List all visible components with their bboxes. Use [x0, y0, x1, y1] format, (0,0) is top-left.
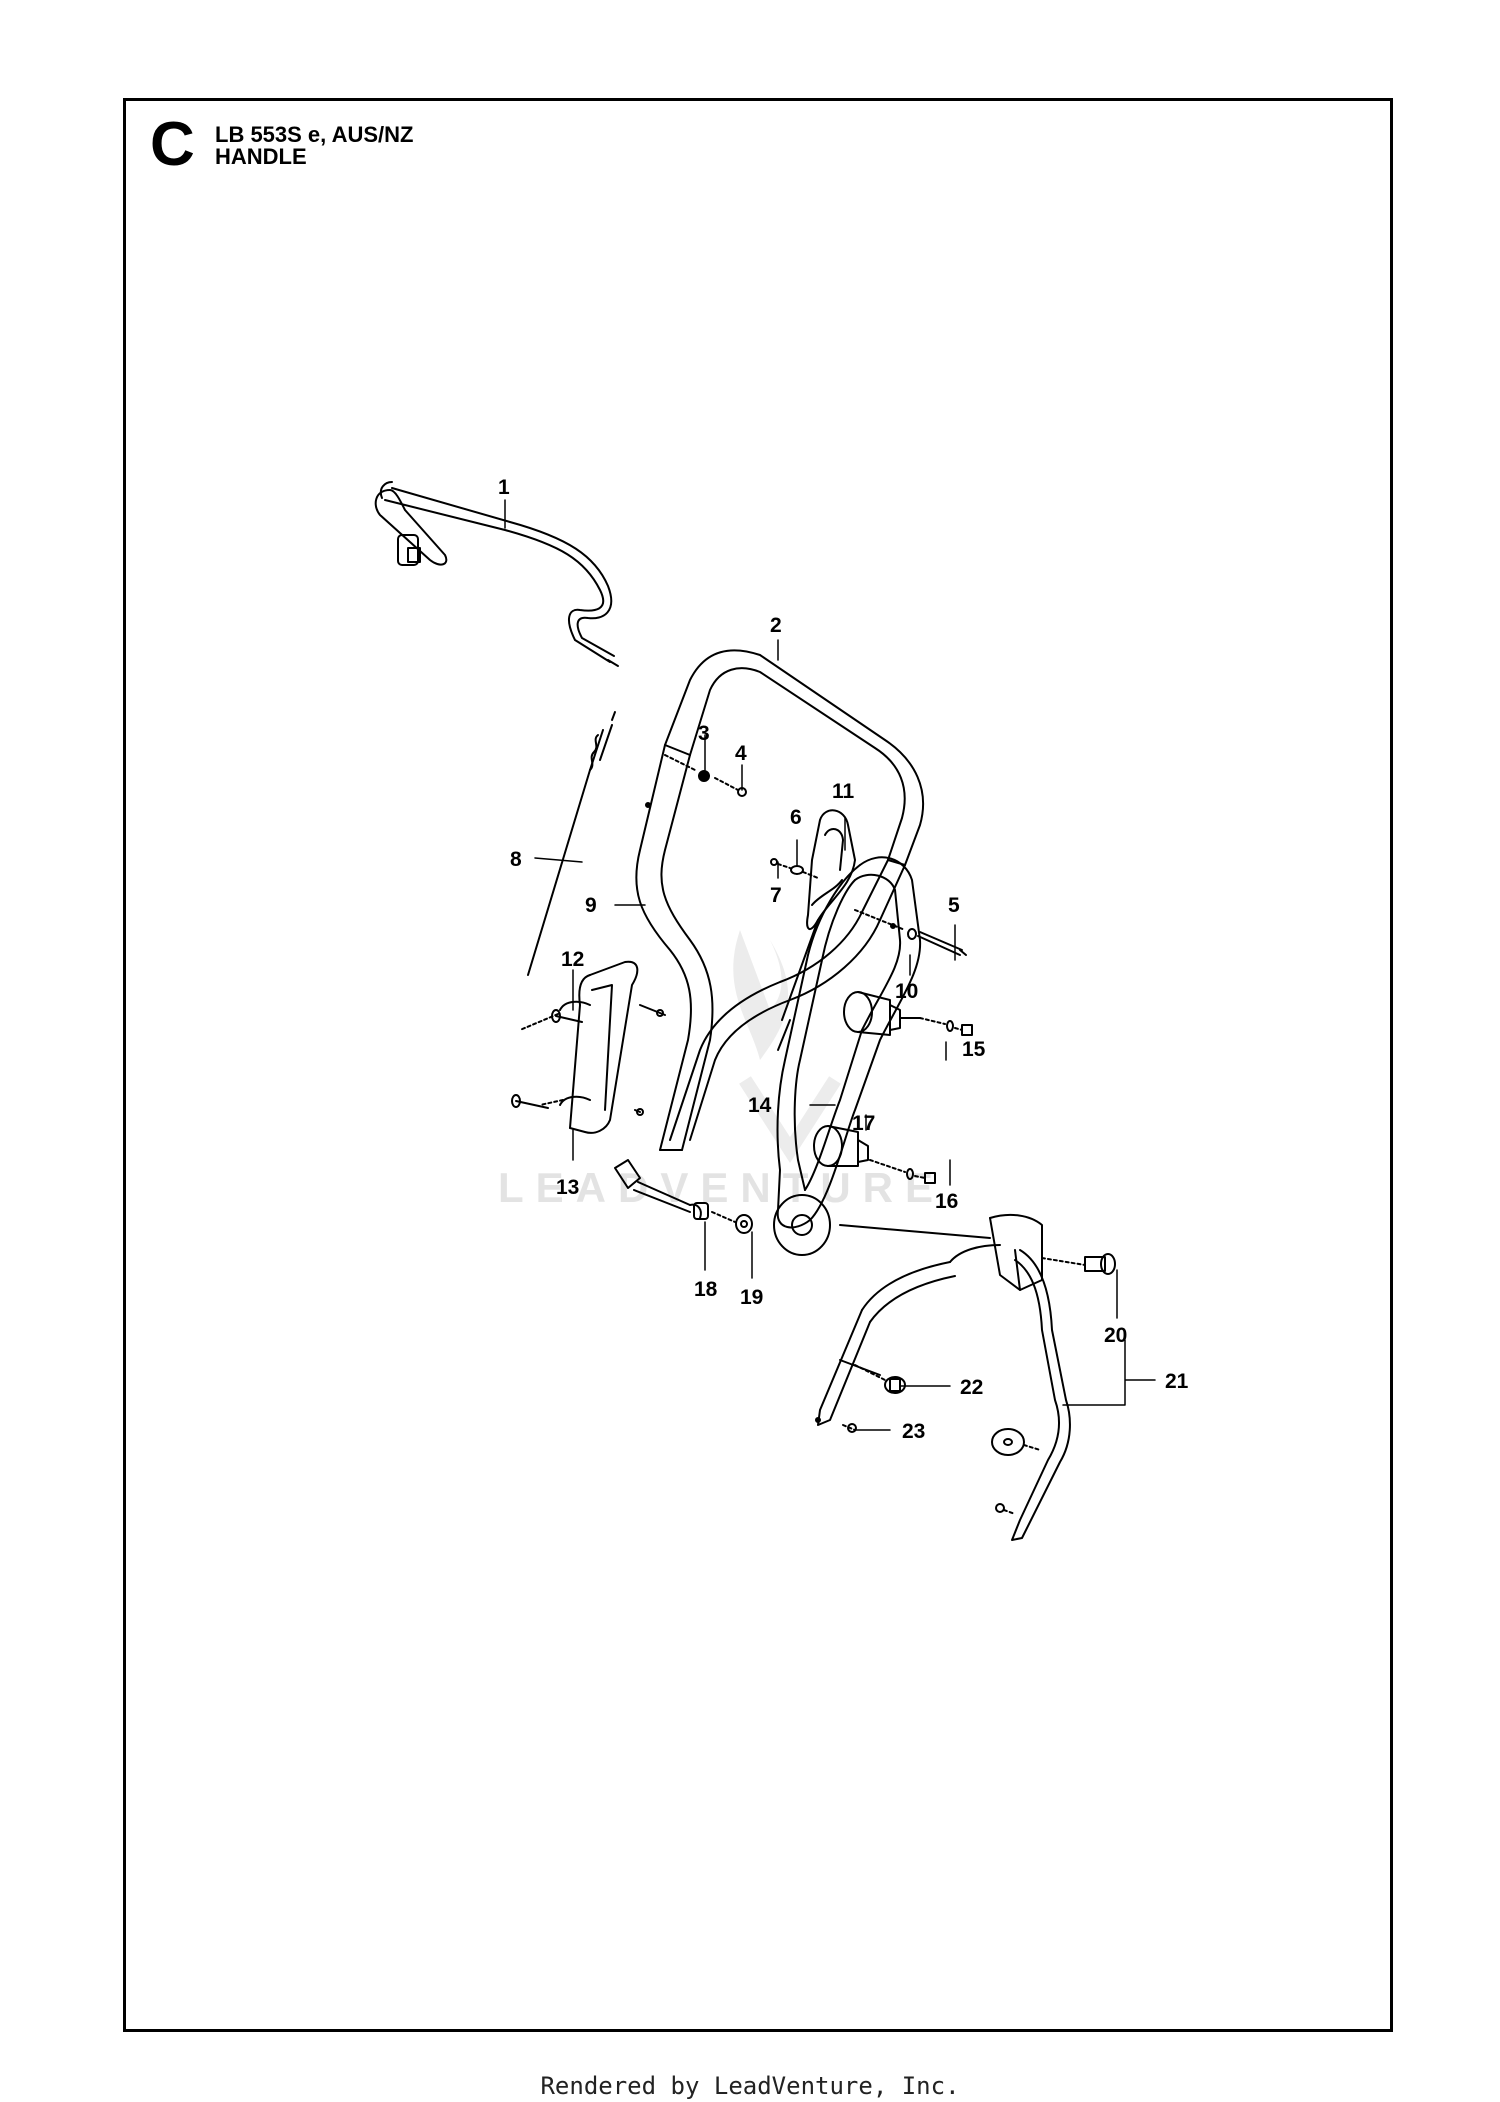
- callout-4: 4: [735, 742, 747, 765]
- callout-21: 21: [1165, 1370, 1189, 1393]
- part-20-bolt: [1041, 1253, 1116, 1275]
- part-2-upper-handle: [664, 649, 925, 866]
- model-title: LB 553S e, AUS/NZ: [215, 122, 414, 147]
- part-1-control-bail: [374, 481, 619, 667]
- part-8-cable: [527, 711, 616, 976]
- callout-2: 2: [770, 614, 782, 637]
- part-11-throttle-lever: [777, 809, 856, 1051]
- callout-10: 10: [895, 980, 918, 1003]
- part-13-handle-cover: [519, 960, 666, 1134]
- callout-6: 6: [790, 806, 802, 829]
- callout-numbers: 1 2 3 4 5 6 7 8 9 10 11 12 13 14 15 16 1…: [498, 476, 1189, 1443]
- callout-1: 1: [498, 476, 510, 499]
- part-22-23-washer-nut: [842, 1364, 1041, 1515]
- watermark-flame-icon: [733, 930, 789, 1060]
- callout-23: 23: [902, 1420, 925, 1443]
- callout-18: 18: [694, 1278, 718, 1301]
- part-14-damper-frame: [773, 856, 991, 1256]
- callout-15: 15: [962, 1038, 986, 1061]
- callout-19: 19: [740, 1286, 763, 1309]
- callout-17: 17: [852, 1112, 875, 1135]
- section-letter: C: [150, 110, 195, 179]
- watermark: LEADVENTURE: [498, 930, 945, 1211]
- callout-9: 9: [585, 894, 597, 917]
- callout-16: 16: [935, 1190, 958, 1213]
- section-title: HANDLE: [215, 144, 307, 169]
- footer-credit: Rendered by LeadVenture, Inc.: [540, 2072, 960, 2100]
- callout-20: 20: [1104, 1324, 1127, 1347]
- callout-5: 5: [948, 894, 960, 917]
- part-18-19-cable-end: [614, 1159, 753, 1234]
- part-15-16-nuts-washers: [869, 1017, 973, 1184]
- callout-14: 14: [748, 1094, 772, 1117]
- part-12-screw: [511, 1009, 583, 1109]
- callout-13: 13: [556, 1176, 579, 1199]
- part-21-handle-bracket: [815, 1213, 1071, 1541]
- callout-11: 11: [832, 780, 855, 803]
- callout-leader-lines: [504, 499, 1156, 1431]
- part-9-lower-handle: [635, 744, 906, 1151]
- watermark-text: LEADVENTURE: [498, 1164, 945, 1211]
- callout-12: 12: [561, 948, 584, 971]
- diagram-frame: [123, 98, 1393, 2032]
- watermark-v-icon: [739, 1076, 841, 1163]
- callout-7: 7: [770, 884, 782, 907]
- callout-3: 3: [698, 722, 710, 745]
- callout-22: 22: [960, 1376, 983, 1399]
- callout-8: 8: [510, 848, 522, 871]
